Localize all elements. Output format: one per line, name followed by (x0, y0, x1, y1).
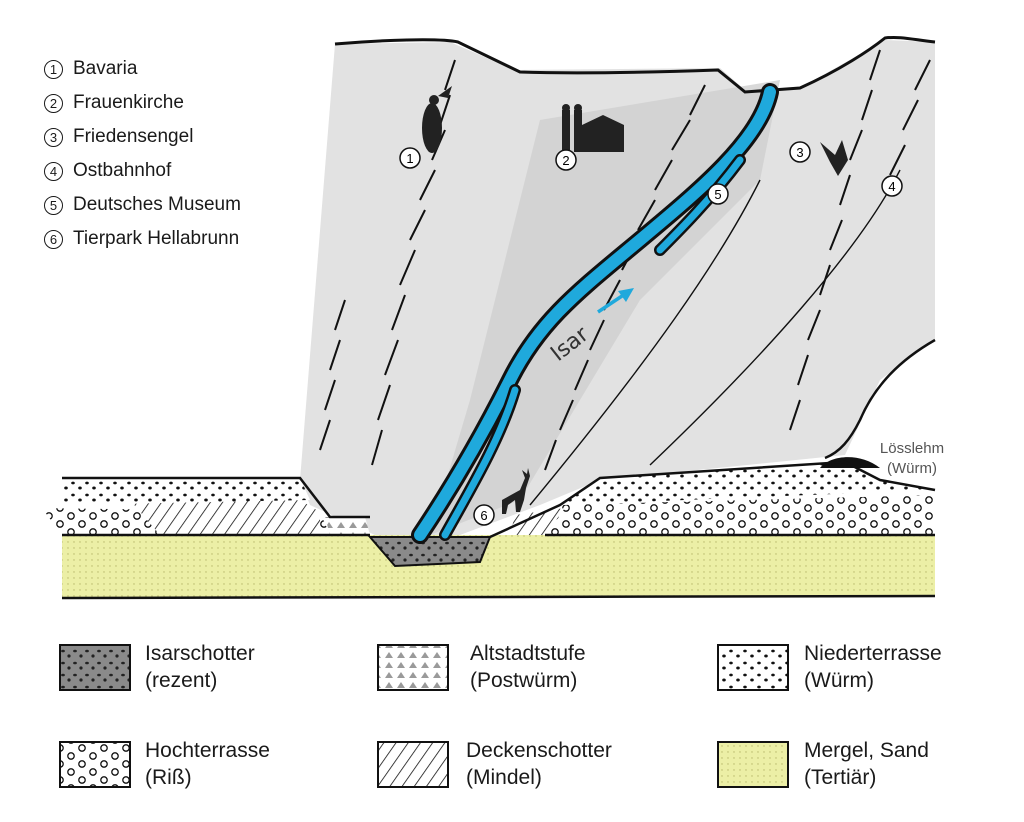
legend-title: Mergel, Sand (804, 739, 929, 762)
legend-label-hochterrasse: Hochterrasse (Riß) (145, 737, 270, 791)
legend-swatch-hochterrasse (59, 741, 131, 788)
loesslehm-label: Lösslehm (880, 440, 944, 457)
legend-title: Altstadtstufe (470, 642, 586, 665)
landmark-item-ostbahnhof: 4 Ostbahnhof (44, 154, 344, 188)
layer-niederterrasse-left (62, 478, 310, 505)
svg-text:6: 6 (480, 508, 487, 523)
thin-slope-line (529, 179, 761, 506)
bavaria-statue-icon (422, 86, 452, 153)
layer-tertiary (62, 535, 935, 598)
deer-icon (502, 468, 530, 514)
legend-title: Isarschotter (145, 642, 255, 665)
landmark-number: 4 (44, 161, 63, 181)
frauenkirche-icon (562, 104, 624, 152)
legend-epoch: (Postwürm) (470, 669, 578, 692)
horizon-line (334, 36, 936, 94)
landmark-name: Ostbahnhof (73, 160, 172, 181)
landmark-item-bavaria: 1 Bavaria (44, 52, 344, 86)
marker-6: 6 (473, 504, 495, 526)
svg-text:2: 2 (562, 153, 569, 168)
marker-1: 1 (399, 147, 421, 169)
landmark-name: Frauenkirche (73, 92, 184, 113)
terrace-edge-right (824, 338, 936, 460)
isar-river (411, 83, 779, 544)
legend-label-deckenschotter: Deckenschotter (Mindel) (466, 737, 612, 791)
landmark-name: Deutsches Museum (73, 194, 241, 215)
marker-2: 2 (555, 149, 577, 171)
legend-epoch: (Tertiär) (804, 766, 877, 789)
layer-hochterrasse-right (545, 495, 935, 535)
marker-5: 5 (707, 183, 729, 205)
legend-label-altstadtstufe: Altstadtstufe (Postwürm) (470, 640, 586, 694)
legend-swatch-altstadtstufe (377, 644, 449, 691)
loesslehm-epoch: (Würm) (887, 460, 937, 477)
landmark-name: Friedensengel (73, 126, 194, 147)
legend-epoch: (Mindel) (466, 766, 542, 789)
landmark-item-tierpark: 6 Tierpark Hellabrunn (44, 222, 344, 256)
svg-text:1: 1 (406, 151, 413, 166)
loesslehm-lens (820, 457, 880, 468)
landmark-number: 2 (44, 93, 63, 113)
flow-arrow-head (618, 288, 634, 302)
marker-4: 4 (881, 175, 903, 197)
legend-title: Deckenschotter (466, 739, 612, 762)
landmark-number: 3 (44, 127, 63, 147)
landmark-name: Bavaria (73, 58, 138, 79)
legend-swatch-deckenschotter (377, 741, 449, 788)
landmark-list: 1 Bavaria 2 Frauenkirche 3 Friedensengel… (44, 52, 344, 256)
layer-altstadtstufe-left (325, 517, 370, 535)
thin-slope-line-2 (649, 169, 901, 466)
legend-label-isarschotter: Isarschotter (rezent) (145, 640, 255, 694)
svg-text:3: 3 (796, 145, 803, 160)
layer-niederterrasse-right (560, 462, 935, 505)
svg-text:5: 5 (714, 187, 721, 202)
legend-swatch-niederterrasse (717, 644, 789, 691)
legend-epoch: (Riß) (145, 766, 192, 789)
layer-deckenschotter-left (130, 500, 320, 535)
layer-deckenschotter-right (510, 508, 565, 535)
svg-text:4: 4 (888, 179, 895, 194)
legend-title: Hochterrasse (145, 739, 270, 762)
legend-title: Niederterrasse (804, 642, 942, 665)
layer-outlines (61, 460, 936, 600)
landmark-item-friedensengel: 3 Friedensengel (44, 120, 344, 154)
legend-label-mergel: Mergel, Sand (Tertiär) (804, 737, 929, 791)
landmark-name: Tierpark Hellabrunn (73, 228, 240, 249)
legend-epoch: (Würm) (804, 669, 874, 692)
landmark-number: 1 (44, 59, 63, 79)
marker-3: 3 (789, 141, 811, 163)
legend-epoch: (rezent) (145, 669, 218, 692)
landmark-item-deutsches-museum: 5 Deutsches Museum (44, 188, 344, 222)
legend-swatch-isarschotter (59, 644, 131, 691)
landmark-number: 6 (44, 229, 63, 249)
landmark-item-frauenkirche: 2 Frauenkirche (44, 86, 344, 120)
legend-swatch-mergel (717, 741, 789, 788)
friedensengel-icon (820, 140, 848, 176)
landmark-number: 5 (44, 195, 63, 215)
legend-label-niederterrasse: Niederterrasse (Würm) (804, 640, 942, 694)
